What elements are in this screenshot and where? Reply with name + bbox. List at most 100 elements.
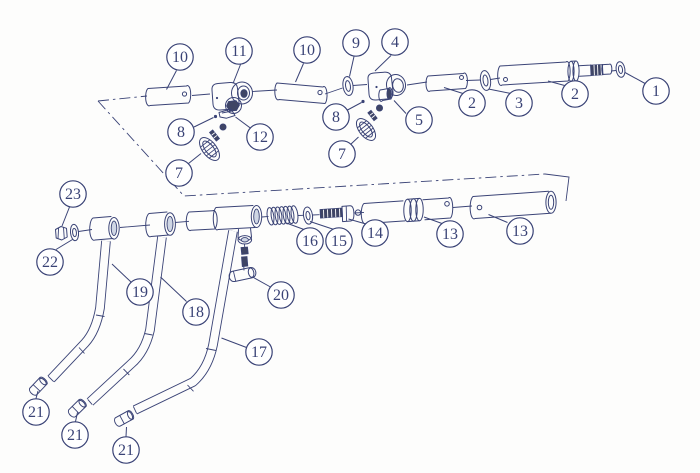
handle-socket-17-shape xyxy=(253,208,260,225)
washer-9-shape xyxy=(342,76,354,96)
tube-2-long xyxy=(497,60,613,86)
callout-number-19-17: 19 xyxy=(132,284,148,301)
callout-balloon-13-24 xyxy=(506,217,534,245)
callout-number-4-4: 4 xyxy=(391,34,399,51)
callout-number-20-19: 20 xyxy=(273,287,289,304)
handlebar-19-shape xyxy=(48,240,110,382)
callout-leader-21-26 xyxy=(35,390,39,399)
callout-balloon-12-10 xyxy=(246,123,274,151)
cap-21-c-shape xyxy=(126,411,134,420)
knob-7-right-shape xyxy=(357,120,375,139)
callout-balloon-7-11 xyxy=(165,159,193,187)
tube-13-left xyxy=(360,197,454,225)
callout-leader-15-21 xyxy=(309,221,335,230)
washer-3-shape xyxy=(479,70,492,91)
clip-12-shape xyxy=(218,108,236,119)
callout-number-11-7: 11 xyxy=(231,43,246,60)
handle-socket-17-shape xyxy=(250,205,263,228)
callout-number-10-8: 10 xyxy=(299,42,315,59)
screw-left-shape xyxy=(208,129,221,142)
callout-balloon-18-18 xyxy=(182,298,210,326)
latch-5-shape xyxy=(386,88,392,100)
callout-leader-14-22 xyxy=(348,218,367,225)
washer-9 xyxy=(342,76,354,96)
screw-right xyxy=(367,109,378,122)
callout-balloon-5-13 xyxy=(405,106,433,134)
knob-7-left-shape xyxy=(200,139,219,159)
callout-balloon-3-2 xyxy=(505,89,533,117)
callout-number-3-2: 3 xyxy=(515,95,523,112)
tube-13-left-shape xyxy=(422,197,454,221)
callout-number-8-9: 8 xyxy=(177,124,185,141)
stub xyxy=(241,256,249,268)
washer-15 xyxy=(302,206,314,225)
knob-7-left-shape xyxy=(199,137,220,161)
handle-socket-19 xyxy=(89,216,120,241)
handlebar-17-shape xyxy=(132,348,217,414)
boundary-dashdot-line xyxy=(97,100,546,197)
callout-leader-23-15 xyxy=(61,206,70,227)
knob-7-right xyxy=(355,118,377,141)
callout-balloon-10-8 xyxy=(293,36,321,64)
callout-leader-2-1 xyxy=(443,87,464,94)
cap-21-a xyxy=(29,376,48,396)
washer-22-shape xyxy=(69,223,80,242)
tube-2-short xyxy=(425,72,468,92)
washer-3 xyxy=(479,70,492,91)
callout-balloon-15-21 xyxy=(325,227,353,255)
bolt-14 xyxy=(319,205,355,223)
callout-number-22-16: 22 xyxy=(42,254,58,271)
callout-balloon-11-7 xyxy=(225,37,253,65)
callout-number-23-15: 23 xyxy=(65,186,81,203)
handle-socket-17 xyxy=(212,205,263,231)
callout-number-1-0: 1 xyxy=(652,83,660,100)
callout-leader-9-5 xyxy=(349,56,355,77)
detent-ball-mid xyxy=(354,209,362,216)
callout-leader-18-18 xyxy=(160,276,187,302)
latch-5-shape xyxy=(378,87,393,102)
tee-fitting-shape xyxy=(240,237,249,243)
tube-2-long-shape xyxy=(601,63,613,75)
throttle-hub-4-shape xyxy=(392,78,404,93)
handle-socket-17-shape xyxy=(212,205,256,231)
bolt-20 xyxy=(228,266,257,283)
callout-leader-10-6 xyxy=(166,70,177,90)
cap-21-c-shape xyxy=(114,410,135,427)
tube-13-right-shape xyxy=(547,194,555,210)
callout-balloon-21-28 xyxy=(112,436,140,464)
callout-leader-13-23 xyxy=(423,216,443,224)
handle-socket-19-shape xyxy=(110,220,118,236)
callout-leader-13-24 xyxy=(488,214,508,223)
tube-2-short-shape xyxy=(425,72,468,92)
handlebar-17 xyxy=(132,230,238,415)
callout-number-2-3: 2 xyxy=(571,86,579,103)
spring-16-shape xyxy=(286,205,295,225)
callout-balloon-10-6 xyxy=(166,43,194,71)
handlebar-17-shape xyxy=(133,230,237,414)
tube-13-left-shape xyxy=(415,197,424,222)
callout-leader-19-17 xyxy=(111,263,132,283)
threaded-tip xyxy=(590,63,604,77)
callout-number-21-27: 21 xyxy=(67,427,83,444)
tube-13-right-shape xyxy=(476,204,483,211)
washer-1-shape xyxy=(617,65,624,74)
callout-number-18-18: 18 xyxy=(188,304,204,321)
axis-dashdot-line xyxy=(97,95,148,102)
tube-13-left-shape xyxy=(360,200,406,225)
callout-balloon-9-5 xyxy=(342,29,370,57)
callout-balloon-2-1 xyxy=(458,89,486,117)
tube-10-right-shape xyxy=(317,89,323,96)
callout-leader-1-0 xyxy=(624,72,647,85)
callout-number-15-21: 15 xyxy=(331,233,347,250)
callout-balloon-8-12 xyxy=(322,103,350,131)
callout-number-10-6: 10 xyxy=(172,49,188,66)
handlebar-19 xyxy=(47,240,111,383)
washer-1-shape xyxy=(615,61,626,78)
callout-number-7-11: 7 xyxy=(175,165,183,182)
pin-8-left xyxy=(213,114,218,119)
callout-balloon-1-0 xyxy=(642,77,670,105)
throttle-hub-11-shape xyxy=(231,81,253,105)
handlebar-18 xyxy=(86,236,167,406)
cap-21-a-shape xyxy=(39,377,47,386)
